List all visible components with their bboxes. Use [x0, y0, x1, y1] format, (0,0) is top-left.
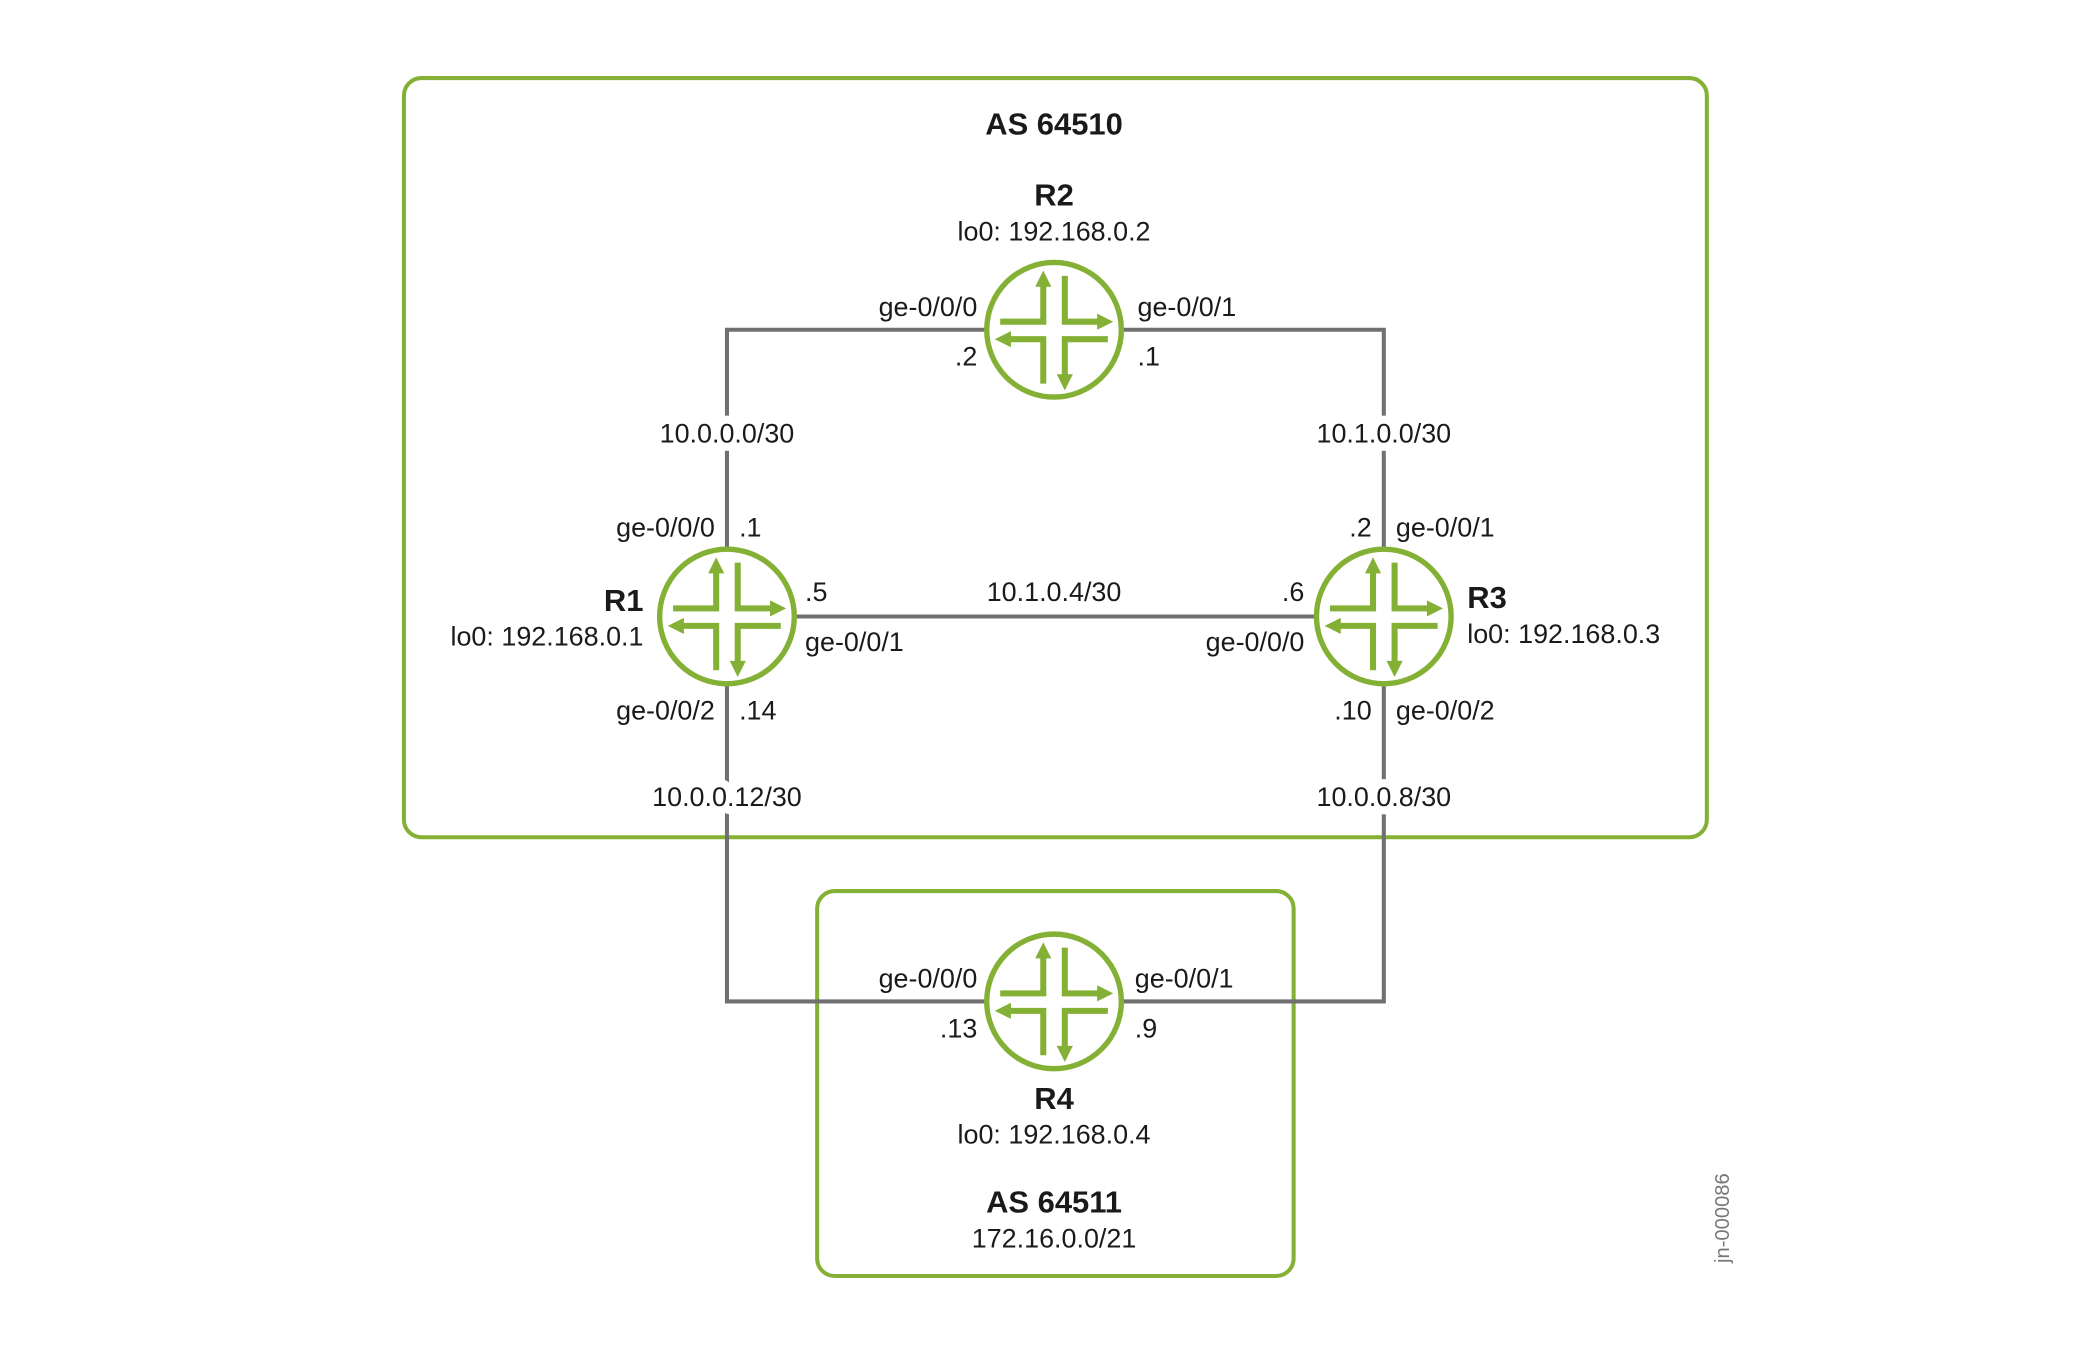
r2-ge0-label: ge-0/0/0 [879, 292, 978, 322]
r1-ge2-label: ge-0/0/2 [616, 696, 715, 726]
subnet-r1-r4: 10.0.0.12/30 [652, 782, 802, 812]
r3-name: R3 [1467, 580, 1507, 615]
r4-loopback: lo0: 192.168.0.4 [958, 1120, 1151, 1150]
subnet-r1-r3: 10.1.0.4/30 [987, 577, 1122, 607]
r2-ge1-ip: .1 [1137, 342, 1159, 372]
r2-ge1-label: ge-0/0/1 [1137, 292, 1236, 322]
r2-name: R2 [1034, 178, 1074, 213]
r1-ge1-label: ge-0/0/1 [805, 627, 904, 657]
r3-ge2-ip: .10 [1334, 696, 1371, 726]
router-icon-r4 [987, 934, 1122, 1069]
r1-ge2-ip: .14 [739, 696, 776, 726]
r4-ge0-ip: .13 [940, 1013, 977, 1043]
router-icon-r1 [660, 549, 795, 684]
r3-ge0-label: ge-0/0/0 [1206, 627, 1305, 657]
router-icon-r2 [987, 262, 1122, 397]
r3-ge1-label: ge-0/0/1 [1396, 513, 1495, 543]
r3-ge0-ip: .6 [1282, 577, 1304, 607]
as-stub-prefix: 172.16.0.0/21 [972, 1223, 1137, 1253]
as-stub-label: AS 64511 [986, 1184, 1122, 1219]
r1-ge1-ip: .5 [805, 577, 827, 607]
subnet-r3-r4: 10.0.0.8/30 [1316, 782, 1451, 812]
r1-name: R1 [604, 583, 644, 618]
r2-loopback: lo0: 192.168.0.2 [958, 217, 1151, 247]
as-main-label: AS 64510 [985, 106, 1123, 141]
r4-ge0-label: ge-0/0/0 [879, 964, 978, 994]
r4-ge1-label: ge-0/0/1 [1135, 964, 1234, 994]
figure-id: jn-000086 [1712, 1173, 1734, 1264]
link-r2-r3 [1054, 327, 1386, 617]
link-r1-r4 [724, 616, 1055, 1004]
as-64511-boundary [815, 889, 1296, 1279]
r1-ge0-ip: .1 [739, 513, 761, 543]
r4-ge1-ip: .9 [1135, 1013, 1157, 1043]
subnet-r1-r2: 10.0.0.0/30 [660, 418, 795, 448]
r3-ge2-label: ge-0/0/2 [1396, 696, 1495, 726]
subnet-r2-r3: 10.1.0.0/30 [1316, 418, 1451, 448]
r4-name: R4 [1034, 1081, 1074, 1116]
link-r1-r2 [724, 327, 1055, 617]
link-r3-r4 [1054, 616, 1386, 1004]
r3-loopback: lo0: 192.168.0.3 [1467, 619, 1660, 649]
as-64510-boundary [401, 76, 1709, 840]
r3-ge1-ip: .2 [1349, 513, 1371, 543]
r1-loopback: lo0: 192.168.0.1 [451, 622, 644, 652]
r1-ge0-label: ge-0/0/0 [616, 513, 715, 543]
r2-ge0-ip: .2 [955, 342, 977, 372]
router-icon-r3 [1317, 549, 1452, 684]
